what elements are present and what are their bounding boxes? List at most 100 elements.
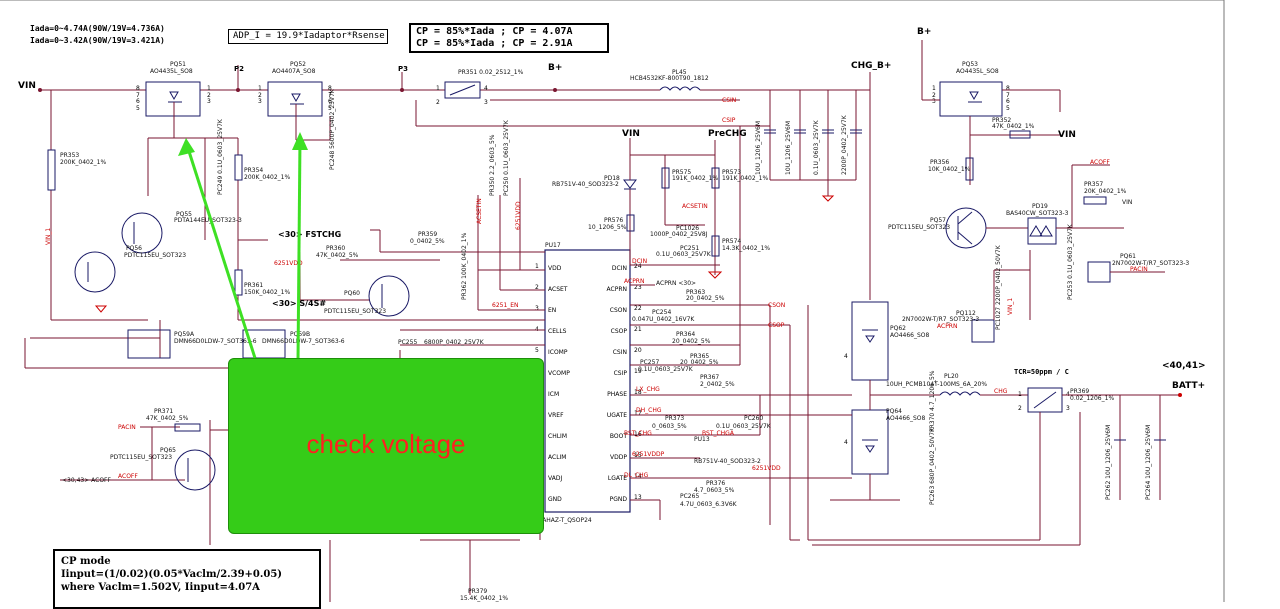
svg-text:2: 2	[932, 92, 936, 99]
svg-text:191K_0402_1%: 191K_0402_1%	[722, 175, 768, 182]
svg-text:AO4407A_SO8: AO4407A_SO8	[272, 68, 316, 75]
ic-pin-number: 24	[634, 263, 642, 270]
svg-text:4.7U_0603_6.3V6K: 4.7U_0603_6.3V6K	[680, 501, 738, 508]
svg-text:10U_1206_25V6M: 10U_1206_25V6M	[785, 121, 792, 175]
svg-text:PQ61: PQ61	[1120, 253, 1136, 260]
ic-pin-vadj: VADJ	[548, 475, 562, 482]
svg-text:2N7002W-T/R7_SOT323-3: 2N7002W-T/R7_SOT323-3	[1112, 260, 1189, 267]
svg-text:3: 3	[1066, 405, 1070, 412]
svg-text:PC250 0.1U_0603_25V7K: PC250 0.1U_0603_25V7K	[503, 119, 510, 196]
svg-text:CHG: CHG	[994, 388, 1008, 395]
svg-text:PC260: PC260	[744, 415, 763, 422]
svg-text:PQ56: PQ56	[126, 245, 142, 252]
svg-text:191K_0402_1%: 191K_0402_1%	[672, 175, 718, 182]
svg-text:PACIN: PACIN	[118, 424, 136, 431]
ic-part: ISL6251AHAZ-T_QSOP24	[518, 517, 592, 524]
svg-text:0.1U_0603_25V7K: 0.1U_0603_25V7K	[656, 251, 712, 258]
ic-pin-cson: CSON	[610, 307, 627, 314]
svg-text:PR365: PR365	[690, 353, 709, 360]
ic-pin-gnd: GND	[548, 496, 562, 503]
svg-text:DMN66D0LDW-7_SOT363-6: DMN66D0LDW-7_SOT363-6	[174, 338, 257, 345]
pq51-ref: PQ51	[170, 61, 186, 68]
svg-text:2N7002W-T/R7_SOT323-3: 2N7002W-T/R7_SOT323-3	[902, 316, 979, 323]
svg-text:AO4466_SO8: AO4466_SO8	[890, 332, 930, 339]
svg-text:ACSETIN: ACSETIN	[476, 198, 483, 224]
svg-text:PR362 100K_0402_1%: PR362 100K_0402_1%	[461, 232, 468, 300]
svg-text:5: 5	[328, 105, 332, 112]
svg-text:PR363: PR363	[686, 289, 705, 296]
svg-text:8: 8	[1006, 85, 1010, 92]
svg-text:47K_0402_5%: 47K_0402_5%	[316, 252, 359, 259]
svg-text:ACOFF: ACOFF	[118, 473, 138, 480]
ic-pin-phase: PHASE	[607, 391, 627, 398]
left-control-network	[24, 65, 545, 602]
svg-text:ACPRN <30>: ACPRN <30>	[656, 280, 696, 287]
svg-text:PR367: PR367	[700, 374, 719, 381]
cp-mode-title: CP mode	[61, 556, 111, 567]
svg-text:PDTC115EU_SOT323: PDTC115EU_SOT323	[124, 252, 186, 259]
ic-pin-number: 2	[535, 284, 539, 291]
svg-text:CHG_B+: CHG_B+	[851, 61, 891, 71]
green-arrows	[178, 132, 308, 363]
check-voltage-callout: check voltage	[228, 358, 544, 534]
svg-text:PR576: PR576	[604, 217, 623, 224]
ic-pin-pgnd: PGND	[610, 496, 628, 503]
svg-text:2: 2	[258, 92, 262, 99]
svg-text:20K_0402_1%: 20K_0402_1%	[1084, 188, 1127, 195]
svg-text:8: 8	[328, 85, 332, 92]
svg-text:PC264 10U_1206_25V6M: PC264 10U_1206_25V6M	[1145, 425, 1152, 500]
svg-text:DL_CHG: DL_CHG	[624, 472, 649, 479]
svg-text:6251_EN: 6251_EN	[492, 302, 519, 309]
power-stage: PQ62 AO4466_SO8 PQ64 AO4466_SO8 4 4	[844, 301, 930, 475]
svg-text:PC253 0.1U_0603_25V7K: PC253 0.1U_0603_25V7K	[1067, 223, 1074, 300]
cp-line-2: CP = 85%*Iada ; CP = 2.91A	[416, 38, 573, 49]
svg-text:0.047U_0402_16V7K: 0.047U_0402_16V7K	[632, 316, 695, 323]
svg-text:15.4K_0402_1%: 15.4K_0402_1%	[460, 595, 508, 602]
svg-text:1: 1	[207, 85, 211, 92]
svg-text:PreCHG: PreCHG	[708, 129, 747, 139]
ic-pin-chlim: CHLIM	[548, 433, 567, 440]
svg-text:PQ57: PQ57	[930, 217, 946, 224]
svg-text:PQ65: PQ65	[160, 447, 176, 454]
svg-text:10_1206_5%: 10_1206_5%	[588, 224, 627, 231]
svg-text:3: 3	[207, 98, 211, 105]
svg-text:<40,41>: <40,41>	[1162, 361, 1206, 371]
svg-text:PQ52: PQ52	[290, 61, 306, 68]
svg-text:150K_0402_1%: 150K_0402_1%	[244, 289, 290, 296]
svg-text:4.7_0603_5%: 4.7_0603_5%	[694, 487, 735, 494]
ic-right-wires	[630, 100, 1041, 541]
ic-pin-number: 1	[535, 263, 539, 270]
ic-pin-icomp: ICOMP	[548, 349, 568, 356]
svg-text:7: 7	[1006, 92, 1010, 99]
svg-text:0_0402_5%: 0_0402_5%	[410, 238, 445, 245]
svg-text:ACPRN: ACPRN	[624, 278, 644, 285]
ic-pin-cells: CELLS	[548, 328, 567, 335]
svg-text:1: 1	[258, 85, 262, 92]
svg-text:ACOFF: ACOFF	[1090, 159, 1110, 166]
svg-text:20_0402_5%: 20_0402_5%	[686, 295, 725, 302]
net-vin-left: VIN	[18, 81, 36, 91]
svg-text:PDTC115EU_SOT323: PDTC115EU_SOT323	[888, 224, 950, 231]
ic-pin-ugate: UGATE	[607, 412, 627, 419]
svg-text:PR370 4.7_1206_5%: PR370 4.7_1206_5%	[929, 370, 936, 432]
ic-pin-number: 3	[535, 305, 539, 312]
ic-pin-acset: ACSET	[548, 286, 568, 293]
ic-pin-lgate: LGATE	[608, 475, 627, 482]
ic-pin-vddp: VDDP	[610, 454, 627, 461]
svg-text:5: 5	[136, 105, 140, 112]
svg-text:CSON: CSON	[768, 302, 785, 309]
svg-text:PD19: PD19	[1032, 203, 1048, 210]
svg-text:1: 1	[1018, 391, 1022, 398]
svg-text:PR364: PR364	[676, 331, 695, 338]
svg-text:PQ55: PQ55	[176, 211, 192, 218]
svg-text:10K_0402_1%: 10K_0402_1%	[928, 166, 971, 173]
svg-text:2: 2	[1018, 405, 1022, 412]
svg-text:PC255: PC255	[398, 339, 417, 346]
svg-text:PR371: PR371	[154, 408, 173, 415]
svg-text:PC263 680P_0402_50V7K: PC263 680P_0402_50V7K	[929, 427, 936, 505]
svg-text:PC265: PC265	[680, 493, 699, 500]
callout-text: check voltage	[306, 429, 466, 459]
ic-pin-dcin: DCIN	[612, 265, 627, 272]
svg-text:RB751V-40_SOD323-2: RB751V-40_SOD323-2	[552, 181, 619, 188]
